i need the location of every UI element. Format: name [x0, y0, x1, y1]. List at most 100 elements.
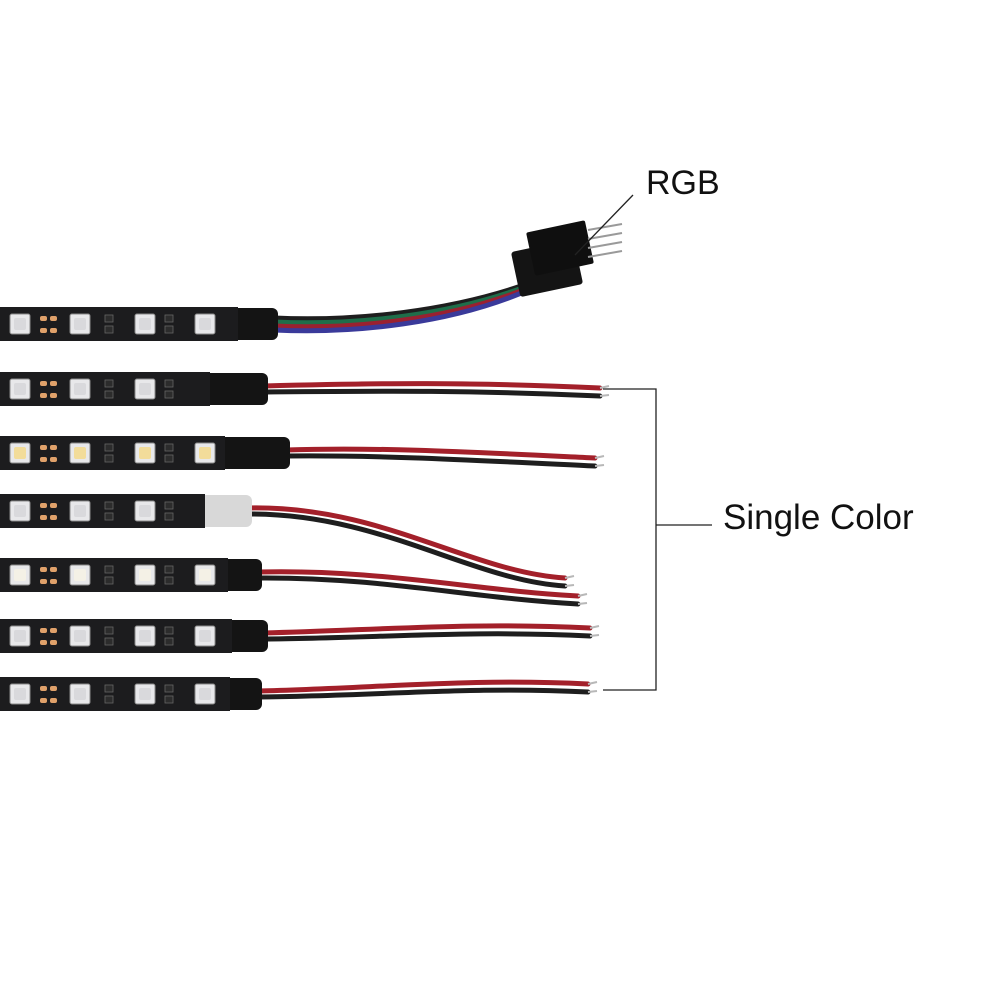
copper-pad: [50, 579, 57, 584]
resistor: [164, 454, 174, 463]
resistor: [104, 390, 114, 399]
wire-tip: [589, 634, 600, 637]
resistor: [104, 443, 114, 452]
led-lens: [74, 318, 86, 330]
connector-housing: [526, 220, 594, 276]
copper-pad: [50, 640, 57, 645]
heat-shrink-sleeve: [191, 495, 252, 527]
resistor: [164, 695, 174, 704]
copper-pad: [50, 503, 57, 508]
resistor: [104, 565, 114, 574]
led-lens: [74, 505, 86, 517]
wire-3: [271, 288, 523, 330]
wire-tip: [564, 575, 575, 579]
led-lens: [199, 630, 211, 642]
wire-tip: [577, 593, 588, 597]
copper-pad: [50, 628, 57, 633]
strip-5: [0, 558, 588, 607]
connector-pin: [587, 232, 623, 240]
connector-pin: [587, 223, 623, 231]
resistor: [104, 684, 114, 693]
resistor: [164, 443, 174, 452]
connector-pin: [587, 250, 623, 258]
resistor: [104, 626, 114, 635]
led-lens: [74, 688, 86, 700]
led-lens: [199, 447, 211, 459]
copper-pad: [40, 567, 47, 572]
copper-pad: [50, 328, 57, 333]
resistor: [164, 390, 174, 399]
wire-tip: [594, 455, 605, 459]
led-lens: [14, 318, 26, 330]
copper-pad: [50, 457, 57, 462]
strip-6: [0, 619, 600, 653]
copper-pad: [40, 628, 47, 633]
led-lens: [139, 630, 151, 642]
copper-pad: [50, 686, 57, 691]
led-lens: [139, 688, 151, 700]
led-lens: [14, 447, 26, 459]
strip-pcb: [0, 436, 225, 470]
led-lens: [74, 569, 86, 581]
led-strips: [0, 220, 623, 711]
led-lens: [139, 569, 151, 581]
connector-pin: [587, 241, 623, 249]
wire-red: [255, 569, 581, 599]
strip-4: [0, 494, 575, 589]
copper-pad: [40, 316, 47, 321]
single-color-label: Single Color: [723, 498, 914, 537]
copper-pad: [40, 698, 47, 703]
wire-red: [245, 505, 568, 581]
led-lens: [74, 630, 86, 642]
led-lens: [14, 505, 26, 517]
heat-shrink-sleeve: [196, 373, 268, 405]
resistor: [164, 626, 174, 635]
led-lens: [14, 688, 26, 700]
rgb-label: RGB: [646, 164, 720, 202]
led-lens: [199, 569, 211, 581]
resistor: [164, 314, 174, 323]
led-lens: [199, 688, 211, 700]
copper-pad: [50, 316, 57, 321]
copper-pad: [50, 445, 57, 450]
copper-pad: [40, 328, 47, 333]
wire-black: [255, 687, 591, 700]
resistor: [164, 501, 174, 510]
wire-black: [261, 631, 593, 642]
led-lens: [139, 505, 151, 517]
strip-pcb: [0, 558, 228, 592]
wire-black: [261, 388, 603, 399]
led-lens: [14, 569, 26, 581]
copper-pad: [40, 381, 47, 386]
resistor: [104, 637, 114, 646]
wire-black: [245, 511, 568, 589]
strip-pcb: [0, 494, 205, 528]
strip-pcb: [0, 677, 230, 711]
callout-lines: [574, 194, 712, 691]
resistor: [164, 684, 174, 693]
copper-pad: [40, 515, 47, 520]
wire-red: [261, 381, 603, 391]
copper-pad: [40, 503, 47, 508]
resistor: [164, 379, 174, 388]
wire-1: [271, 283, 523, 322]
resistor: [164, 637, 174, 646]
wire-2: [271, 286, 523, 326]
led-lens: [74, 447, 86, 459]
copper-pad: [50, 393, 57, 398]
wire-tip: [564, 584, 575, 587]
resistor: [104, 501, 114, 510]
led-lens: [74, 383, 86, 395]
copper-pad: [40, 640, 47, 645]
led-lens: [14, 630, 26, 642]
copper-pad: [50, 515, 57, 520]
wire-tip: [587, 690, 598, 693]
led-lens: [139, 318, 151, 330]
strip-1: [0, 220, 623, 341]
resistor: [164, 325, 174, 334]
strip-pcb: [0, 372, 210, 406]
resistor: [164, 576, 174, 585]
copper-pad: [40, 686, 47, 691]
